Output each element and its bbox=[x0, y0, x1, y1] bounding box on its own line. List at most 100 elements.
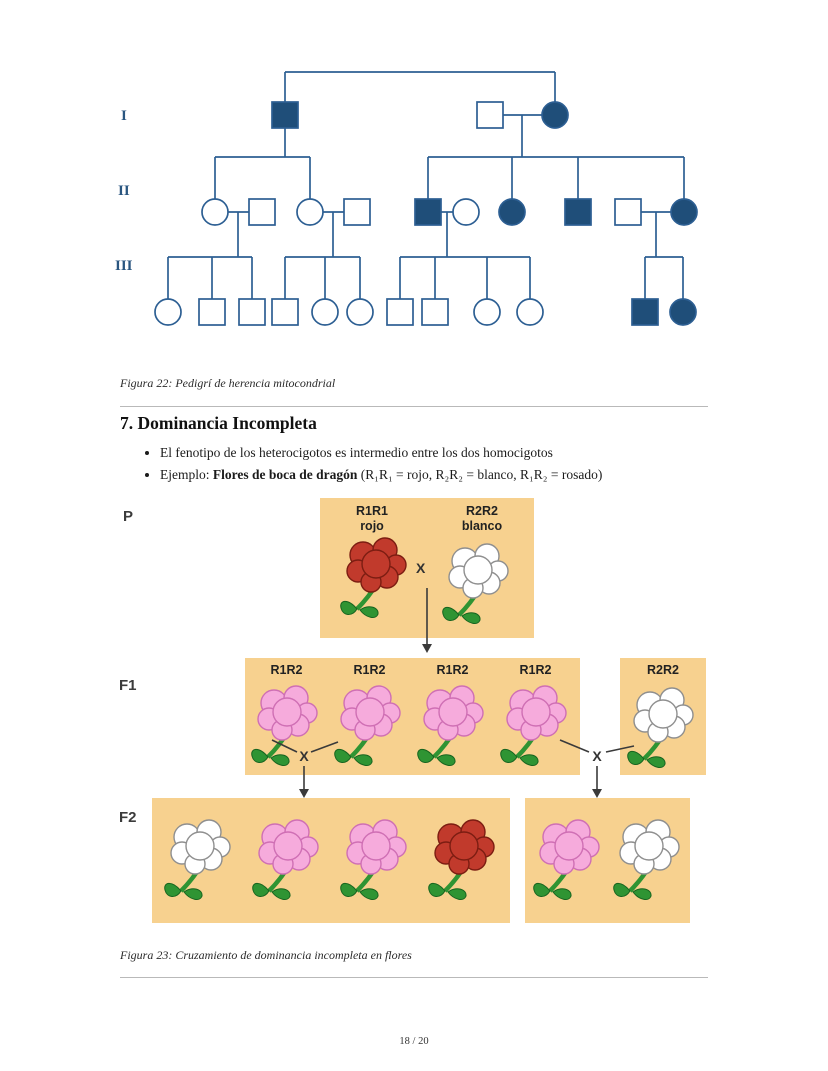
phenotype-label: blanco bbox=[461, 518, 503, 533]
phenotype-label: rojo bbox=[360, 518, 384, 533]
flower-petals bbox=[346, 819, 407, 875]
pedigree-female-unaffected bbox=[346, 298, 374, 326]
flower-leaf bbox=[359, 606, 379, 618]
flower-slot bbox=[498, 678, 574, 768]
flower-leaf bbox=[416, 748, 435, 763]
bullet-text: Ejemplo: bbox=[160, 467, 213, 483]
bullet-text: El fenotipo de los heterocigotos es inte… bbox=[160, 445, 553, 460]
generation-label: II bbox=[118, 183, 130, 199]
flower-leaf bbox=[613, 882, 631, 897]
pedigree-male-unaffected bbox=[238, 298, 266, 326]
flower-petals bbox=[619, 819, 680, 875]
pedigree-female-unaffected bbox=[473, 298, 501, 326]
flower-petals bbox=[346, 537, 407, 593]
flower-leaf bbox=[271, 888, 291, 900]
flower-pink bbox=[340, 819, 407, 900]
flower-leaf bbox=[632, 888, 652, 900]
section-divider bbox=[120, 406, 708, 407]
section-heading: 7. Dominancia Incompleta bbox=[120, 413, 317, 433]
flower-cross-figure: P F1 F2 R1R1 rojo R2R2 blanco X R1R2 R1 bbox=[0, 490, 828, 940]
pedigree-male-unaffected bbox=[476, 101, 504, 129]
flower-red bbox=[428, 819, 495, 900]
flower-slot bbox=[415, 678, 491, 768]
flower-leaf bbox=[442, 606, 460, 621]
flower-white bbox=[613, 819, 680, 900]
flower-pink bbox=[252, 819, 319, 900]
flower-leaf bbox=[340, 882, 358, 897]
flower-slot bbox=[338, 530, 414, 620]
flower-leaf bbox=[250, 748, 269, 763]
generation-label: I bbox=[121, 108, 127, 124]
pedigree-female-unaffected bbox=[296, 198, 324, 226]
flower-petals bbox=[256, 685, 318, 741]
pedigree-female-unaffected bbox=[311, 298, 339, 326]
flower-leaf bbox=[499, 748, 518, 763]
pedigree-male-unaffected bbox=[386, 298, 414, 326]
flower-pink bbox=[416, 685, 484, 766]
genotype-label-block: R1R1 rojo bbox=[332, 504, 412, 534]
pedigree-male-unaffected bbox=[421, 298, 449, 326]
bullet-text-bold: Flores de boca de dragón bbox=[212, 467, 358, 483]
flower-petals bbox=[422, 685, 484, 741]
generation-p-label: P bbox=[123, 508, 134, 525]
pedigree-male-affected bbox=[631, 298, 659, 326]
flower-leaf bbox=[533, 882, 551, 897]
pedigree-female-unaffected bbox=[516, 298, 544, 326]
flower-leaf bbox=[627, 750, 645, 765]
pedigree-male-unaffected bbox=[248, 198, 276, 226]
genotype-label: R1R2 bbox=[270, 663, 303, 677]
flower-pink bbox=[499, 685, 567, 766]
bullet-item: Ejemplo: Flores de boca de dragón (R₁R₁ … bbox=[160, 465, 726, 484]
pedigree-male-unaffected bbox=[614, 198, 642, 226]
genotype-label: R1R2 bbox=[436, 663, 469, 677]
flower-petals bbox=[258, 819, 319, 875]
flower-leaf bbox=[269, 754, 290, 766]
flower-leaf bbox=[461, 612, 481, 624]
generation-f2-label: F2 bbox=[119, 809, 137, 826]
flower-leaf bbox=[435, 754, 456, 766]
flower-pink bbox=[333, 685, 401, 766]
flower-white bbox=[164, 819, 231, 900]
genotype-label: R1R1 bbox=[356, 504, 388, 518]
pedigree-female-unaffected bbox=[452, 198, 480, 226]
flower-leaf bbox=[447, 888, 467, 900]
pedigree-male-affected bbox=[414, 198, 442, 226]
f1-column: R1R2 bbox=[245, 658, 328, 775]
p-generation-box: R1R1 rojo R2R2 blanco X bbox=[320, 498, 534, 638]
figure-caption: Figura 22: Pedigrí de herencia mitocondr… bbox=[120, 376, 336, 390]
flower-slot bbox=[332, 678, 408, 768]
flower-slot bbox=[249, 678, 325, 768]
genotype-label-block: R2R2 blanco bbox=[442, 504, 522, 534]
cross-symbol: X bbox=[592, 748, 602, 764]
pedigree-female-affected bbox=[541, 101, 569, 129]
f1-generation-box: R1R2 R1R2 R1R2 R1R2 bbox=[245, 658, 580, 775]
genotype-label: R2R2 bbox=[466, 504, 498, 518]
flower-leaf bbox=[183, 888, 203, 900]
flower-leaf bbox=[252, 882, 270, 897]
flower-red bbox=[340, 537, 407, 618]
flower-white bbox=[627, 687, 694, 768]
pedigree-female-unaffected bbox=[201, 198, 229, 226]
flower-leaf bbox=[552, 888, 572, 900]
pedigree-male-unaffected bbox=[271, 298, 299, 326]
pedigree-female-affected bbox=[669, 298, 697, 326]
pedigree-female-affected bbox=[670, 198, 698, 226]
flower-pink bbox=[533, 819, 600, 900]
arrow-head bbox=[422, 644, 432, 653]
flower-petals bbox=[434, 819, 495, 875]
f2-right-box bbox=[525, 798, 690, 923]
flower-leaf bbox=[518, 754, 539, 766]
flower-leaf bbox=[340, 600, 358, 615]
pedigree-male-unaffected bbox=[343, 198, 371, 226]
flower-petals bbox=[170, 819, 231, 875]
flower-petals bbox=[539, 819, 600, 875]
pedigree-female-unaffected bbox=[154, 298, 182, 326]
genotype-label: R1R2 bbox=[519, 663, 552, 677]
genotype-label: R2R2 bbox=[647, 663, 679, 677]
flower-leaf bbox=[359, 888, 379, 900]
flower-leaf bbox=[352, 754, 373, 766]
pedigree-male-affected bbox=[564, 198, 592, 226]
generation-label: III bbox=[115, 258, 133, 274]
